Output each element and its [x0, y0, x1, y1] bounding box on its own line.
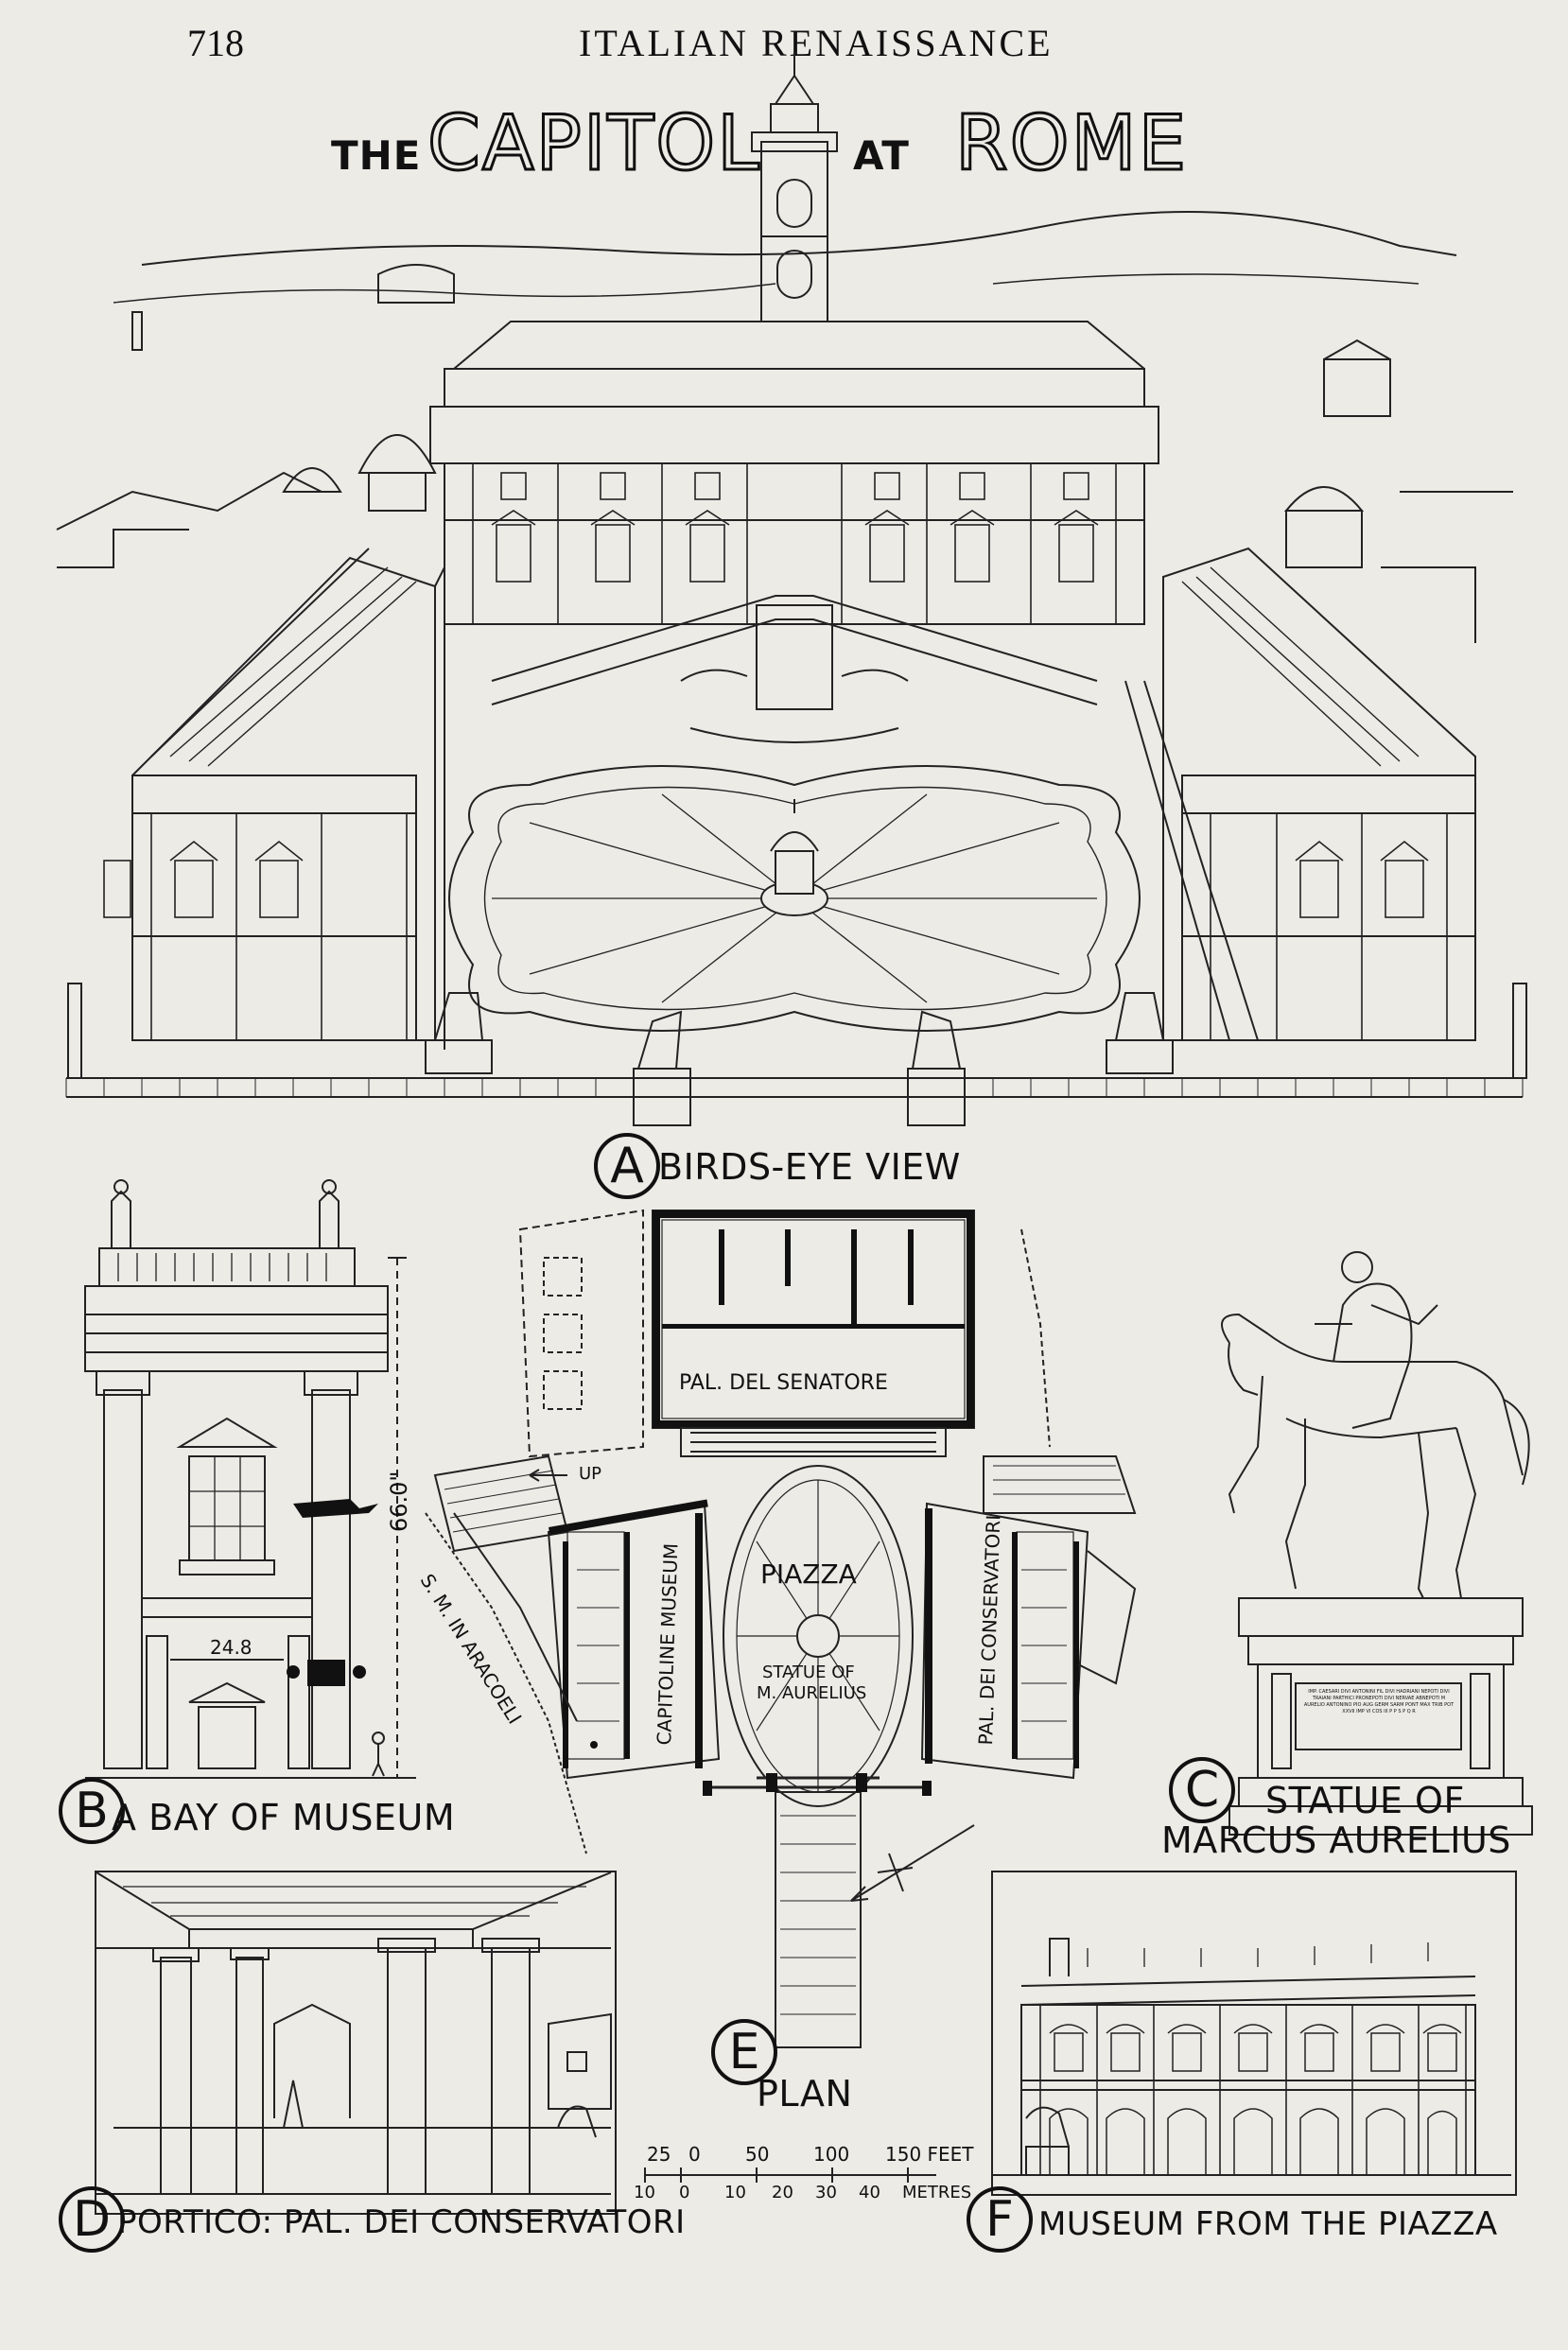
scale-feet-100: 100 [813, 2143, 850, 2166]
portico-panel-frame [95, 1871, 617, 2215]
panel-c-caption-line1: STATUE OF [1265, 1780, 1465, 1821]
scale-feet-0: 0 [688, 2143, 701, 2166]
panel-b-letter: B [59, 1778, 125, 1844]
plan-label-up: UP [579, 1464, 602, 1484]
plan-label-statue-line1: STATUE OF [762, 1662, 855, 1682]
plan-label-conservatori: PAL. DEI CONSERVATORI [974, 1514, 1005, 1746]
plan-label-piazza: PIAZZA [760, 1558, 857, 1590]
plan-label-senatore: PAL. DEL SENATORE [679, 1371, 888, 1395]
plate-title-at: AT [853, 132, 910, 179]
panel-a-letter: A [594, 1133, 660, 1199]
scale-metre-30: 30 [815, 2183, 837, 2202]
pedestal-inscription: IMP. CAESARI DIVI ANTONINI FIL DIVI HADR… [1303, 1689, 1455, 1715]
running-title: ITALIAN RENAISSANCE [579, 22, 1054, 64]
plan-label-statue-line2: M. AURELIUS [757, 1683, 867, 1703]
panel-b-caption: A BAY OF MUSEUM [112, 1797, 456, 1838]
scale-metre-0: 0 [679, 2183, 690, 2202]
plate-title-the: THE [331, 132, 422, 179]
plate-title-capitol: CAPITOL [427, 98, 761, 189]
panel-c-letter: C [1169, 1757, 1235, 1823]
plan-label-capitoline: CAPITOLINE MUSEUM [653, 1542, 683, 1746]
panel-d-letter: D [59, 2186, 125, 2253]
panel-c-caption-line2: MARCUS AURELIUS [1161, 1819, 1511, 1861]
birds-eye-view-illustration [56, 52, 1527, 1126]
bay-width-dimension: 24.8 [210, 1636, 253, 1659]
panel-d-caption: PORTICO: PAL. DEI CONSERVATORI [117, 2203, 686, 2241]
scale-metre-unit: METRES [902, 2183, 972, 2202]
panel-e-letter: E [711, 2019, 777, 2085]
scale-metre-40: 40 [859, 2183, 880, 2202]
plan-label-aracoeli: S. M. IN ARACOELI [415, 1570, 527, 1729]
scale-feet-150: 150 FEET [885, 2143, 974, 2166]
page-number: 718 [187, 22, 244, 64]
plate-title-rome: ROME [953, 98, 1189, 189]
scale-feet-50: 50 [745, 2143, 770, 2166]
panel-f-caption: MUSEUM FROM THE PIAZZA [1038, 2205, 1498, 2243]
scale-metre-10a: 10 [634, 2183, 655, 2202]
panel-e-caption: PLAN [757, 2073, 853, 2115]
bay-height-dimension: 66.0" [386, 1471, 412, 1532]
scale-metre-10b: 10 [724, 2183, 746, 2202]
panel-a-caption: BIRDS-EYE VIEW [658, 1146, 961, 1188]
scale-metre-20: 20 [772, 2183, 793, 2202]
museum-panel-frame [991, 1871, 1517, 2196]
scale-feet-25: 25 [647, 2143, 671, 2166]
panel-f-letter: F [967, 2186, 1033, 2253]
